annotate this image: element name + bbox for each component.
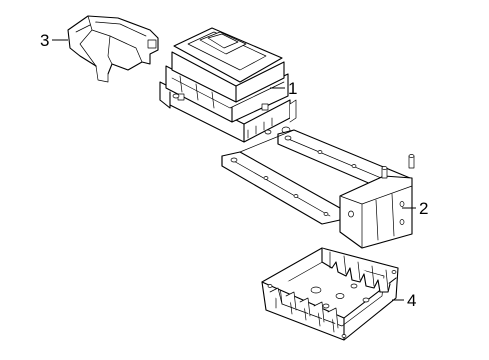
callout-2: 2 — [402, 199, 428, 218]
callout-1: 1 — [270, 79, 297, 98]
part-2-rail-bracket — [221, 129, 415, 249]
part-1-module — [159, 27, 297, 143]
callout-label-1: 1 — [288, 79, 297, 98]
callout-label-3: 3 — [40, 31, 49, 50]
callout-label-4: 4 — [407, 291, 416, 310]
callout-3: 3 — [40, 31, 68, 50]
part-3-bracket — [67, 15, 159, 83]
callout-4: 4 — [392, 291, 416, 310]
part-4-tray — [261, 247, 399, 341]
callout-label-2: 2 — [419, 199, 428, 218]
